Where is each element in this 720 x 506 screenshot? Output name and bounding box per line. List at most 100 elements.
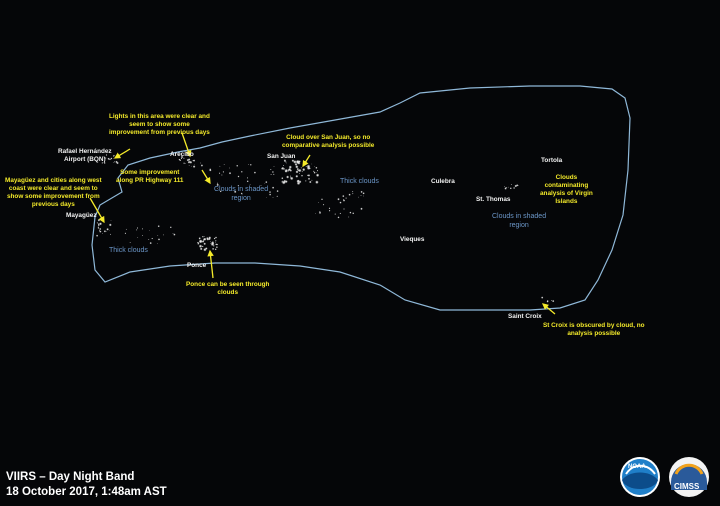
city-light <box>269 193 272 196</box>
city-light <box>281 181 283 183</box>
city-light <box>113 161 116 163</box>
city-light <box>328 207 331 210</box>
label-arecibo: Arecibo <box>170 151 194 158</box>
city-light <box>157 225 160 228</box>
city-light <box>276 189 279 193</box>
arrow-west-coast <box>89 197 105 224</box>
city-light <box>180 159 182 161</box>
city-light <box>112 162 114 164</box>
city-light <box>296 179 300 183</box>
city-light <box>198 239 203 244</box>
city-light <box>264 182 266 184</box>
city-light <box>214 236 218 239</box>
label-san-juan: San Juan <box>267 153 296 160</box>
city-light <box>363 195 365 197</box>
city-light <box>197 244 199 246</box>
city-light <box>193 163 195 165</box>
city-light <box>217 187 219 189</box>
city-light <box>313 170 315 173</box>
city-light <box>305 163 308 165</box>
city-light <box>300 167 302 169</box>
city-light <box>300 174 304 177</box>
city-light <box>240 170 243 173</box>
caption-title: VIIRS – Day Night Band <box>6 471 135 483</box>
city-light <box>103 230 107 233</box>
city-light <box>97 226 100 229</box>
city-light <box>180 155 184 159</box>
city-light <box>342 199 346 202</box>
city-light <box>228 171 232 175</box>
city-light <box>201 235 204 238</box>
city-light <box>141 234 144 236</box>
city-light <box>282 167 286 171</box>
city-light <box>313 165 315 167</box>
cloud-region-outline <box>91 85 631 311</box>
city-light <box>136 229 138 231</box>
city-light <box>148 238 150 241</box>
city-light <box>109 233 112 235</box>
city-light <box>328 209 331 212</box>
city-light <box>172 233 174 235</box>
city-light <box>307 177 311 180</box>
arrow-arecibo <box>181 132 192 158</box>
city-light <box>136 227 139 229</box>
city-light <box>318 211 322 215</box>
city-light <box>246 180 249 183</box>
cimss-logo <box>669 457 709 497</box>
city-light <box>348 216 350 218</box>
city-light <box>187 158 191 161</box>
city-light <box>552 299 555 303</box>
city-light <box>212 245 215 247</box>
arrow-bqn <box>113 148 131 159</box>
city-light <box>288 165 292 169</box>
city-light <box>271 186 275 189</box>
city-light <box>162 234 164 236</box>
city-light <box>289 176 294 181</box>
city-light <box>101 162 104 164</box>
label-saint-croix: Saint Croix <box>508 313 542 320</box>
city-light <box>321 198 323 201</box>
city-light <box>271 171 274 173</box>
city-light <box>339 201 342 204</box>
city-light <box>360 195 362 197</box>
city-light <box>105 230 107 232</box>
city-light <box>211 247 215 251</box>
city-light <box>253 171 257 174</box>
city-light <box>208 237 211 241</box>
city-light <box>270 173 272 176</box>
city-light <box>273 173 275 176</box>
city-light <box>169 226 172 229</box>
city-light <box>295 174 299 178</box>
city-light <box>215 246 218 249</box>
city-light <box>283 159 287 162</box>
city-light <box>141 228 144 230</box>
city-light <box>273 166 275 168</box>
noaa-logo <box>620 457 660 497</box>
city-light <box>249 163 252 166</box>
city-light <box>203 242 207 246</box>
city-light <box>352 212 355 215</box>
city-light <box>249 184 251 186</box>
city-light <box>349 211 352 214</box>
city-light <box>337 216 340 219</box>
city-light <box>295 165 299 169</box>
city-light <box>309 180 312 184</box>
city-light <box>113 154 115 157</box>
arrow-ponce <box>207 249 214 279</box>
city-light <box>546 300 549 303</box>
city-light <box>295 159 300 164</box>
city-light <box>315 180 319 184</box>
city-light <box>315 212 317 214</box>
city-light <box>221 174 223 176</box>
city-light <box>129 241 131 244</box>
noaa-logo-text: NOAA <box>628 464 646 470</box>
city-light <box>125 228 127 230</box>
city-light <box>223 163 225 166</box>
city-light <box>214 248 217 251</box>
city-light <box>317 175 319 177</box>
city-light <box>192 165 196 168</box>
